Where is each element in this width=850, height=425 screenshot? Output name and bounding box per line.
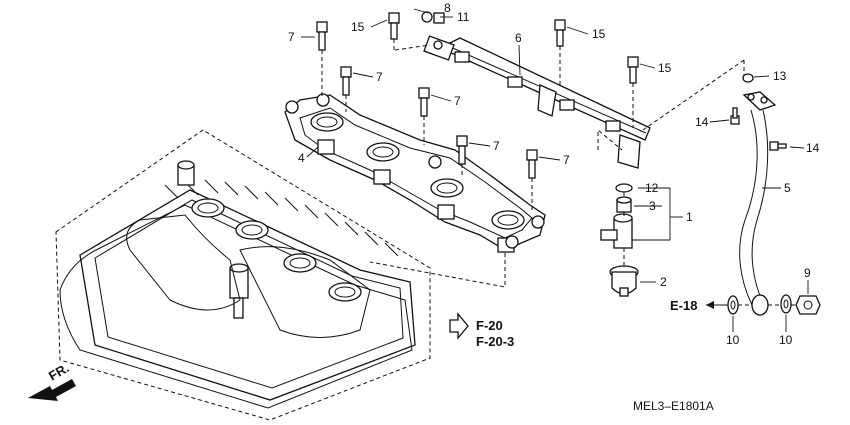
- diagram-code: MEL3–E1801A: [633, 399, 714, 413]
- label-4: 4: [298, 151, 305, 165]
- bolt-7-d: [456, 135, 468, 165]
- fuel-hose: [739, 73, 777, 316]
- label-10-a: 10: [726, 333, 740, 347]
- ref-f-20: F-20: [476, 318, 503, 333]
- bolt-15-a: [388, 12, 400, 40]
- label-5: 5: [784, 181, 791, 195]
- ref-e-18: E-18: [670, 298, 697, 313]
- bolt-15-c: [627, 56, 639, 84]
- bolt-7-e: [526, 149, 538, 179]
- bolts: [316, 12, 787, 179]
- hose-end-parts: [727, 294, 821, 315]
- callout-labels: 8 11 7 15 6 15 7 15 7 7 4 7 7 13 14 14 5…: [288, 1, 820, 347]
- label-15-b: 15: [592, 27, 606, 41]
- bolt-14-a: [730, 107, 740, 125]
- pressure-regulator-group: [600, 183, 639, 297]
- label-13: 13: [773, 69, 787, 83]
- label-7-e: 7: [563, 153, 570, 167]
- label-2: 2: [660, 275, 667, 289]
- front-mark: FR.: [46, 360, 72, 383]
- bolt-15-b: [554, 19, 566, 47]
- bolt-7-c: [418, 87, 430, 117]
- label-15-a: 15: [351, 20, 365, 34]
- label-14-a: 14: [695, 115, 709, 129]
- label-12: 12: [645, 181, 659, 195]
- label-7-c: 7: [454, 94, 461, 108]
- label-14-b: 14: [806, 141, 820, 155]
- label-1: 1: [686, 210, 693, 224]
- label-15-c: 15: [658, 61, 672, 75]
- leader-lines: [301, 8, 809, 332]
- bolt-7-a: [316, 21, 328, 51]
- fuel-rail: [421, 11, 651, 169]
- label-7-d: 7: [493, 139, 500, 153]
- cover-ribs: [164, 179, 399, 257]
- injector-base: [284, 93, 546, 253]
- reference-pointer: F-20 F-20-3: [449, 312, 514, 349]
- e18-pointer: E-18: [670, 298, 724, 313]
- front-arrow: FR.: [28, 360, 76, 401]
- label-7-a: 7: [288, 30, 295, 44]
- label-11: 11: [457, 10, 470, 24]
- label-7-b: 7: [376, 70, 383, 84]
- label-3: 3: [649, 199, 656, 213]
- plug-holes: [191, 198, 362, 302]
- label-8: 8: [444, 1, 451, 15]
- bolt-7-b: [340, 66, 352, 96]
- ref-f-20-3: F-20-3: [476, 334, 514, 349]
- label-6: 6: [515, 31, 522, 45]
- label-9: 9: [804, 266, 811, 280]
- bolt-14-b: [769, 141, 787, 151]
- cylinder-head-cover: [55, 129, 431, 421]
- label-10-b: 10: [779, 333, 793, 347]
